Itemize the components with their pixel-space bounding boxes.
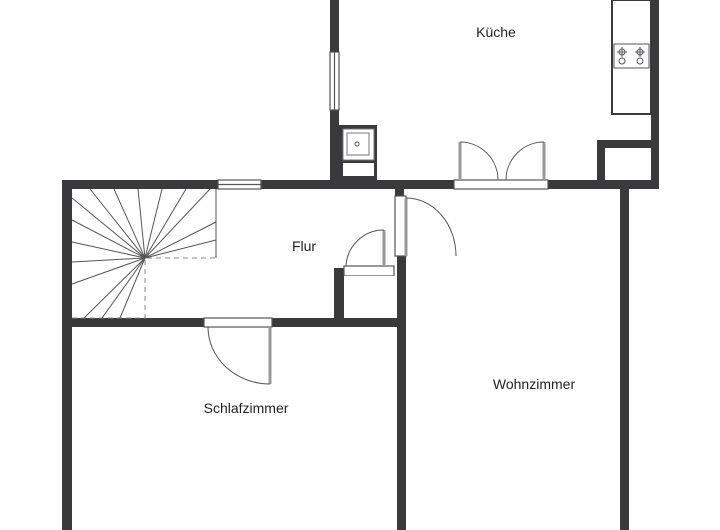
hall-living-wall-lower: [397, 256, 406, 530]
kitchen-west-wall-lower: [330, 110, 339, 185]
bedroom-north-wall-west: [62, 318, 204, 327]
kitchen-niche-wall: [597, 140, 659, 148]
kitchen-niche-side: [597, 140, 605, 186]
kitchen-south-wall-east: [548, 180, 659, 189]
stove-icon: [613, 43, 650, 69]
windows: [217, 51, 340, 190]
hall-north-wall-west: [62, 180, 218, 189]
kitchen-west-wall-upper: [330, 0, 339, 52]
kitchen-east-wall: [651, 0, 659, 188]
staircase: [71, 188, 217, 319]
living-room-door: [394, 195, 457, 257]
room-label-hallway: Flur: [291, 238, 317, 254]
bedroom-door: [203, 317, 273, 385]
kitchen-double-door: [453, 141, 549, 190]
room-label-kitchen: Küche: [476, 24, 516, 40]
kitchen-counter: [611, 0, 652, 115]
west-wall: [62, 180, 72, 530]
living-east-wall: [620, 186, 629, 530]
wc-west-wall: [334, 268, 344, 322]
hall-north-wall-mid: [261, 180, 454, 189]
walls: [62, 0, 659, 530]
room-label-bedroom: Schlafzimmer: [203, 400, 289, 416]
wc-door: [343, 229, 397, 318]
bedroom-north-wall-east: [272, 318, 406, 327]
hall-living-wall-upper: [395, 180, 404, 196]
room-label-living-room: Wohnzimmer: [492, 376, 576, 392]
sink-icon: [339, 125, 377, 180]
